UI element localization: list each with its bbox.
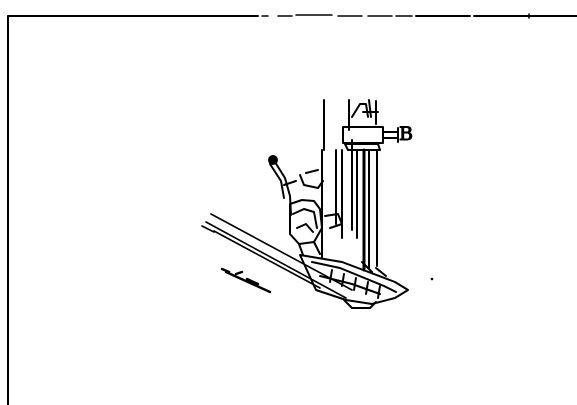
presser-foot-sole bbox=[299, 254, 409, 309]
thread-guide-lever bbox=[268, 155, 324, 216]
needle-bar bbox=[321, 99, 378, 272]
frame-border bbox=[7, 13, 577, 405]
fabric-seam-lines bbox=[201, 213, 353, 299]
presser-foot-shank bbox=[289, 199, 343, 256]
needle-clamp bbox=[342, 99, 399, 151]
callout-label-b: B bbox=[399, 123, 413, 145]
direction-mark bbox=[220, 267, 272, 294]
reference-dot bbox=[430, 277, 434, 281]
